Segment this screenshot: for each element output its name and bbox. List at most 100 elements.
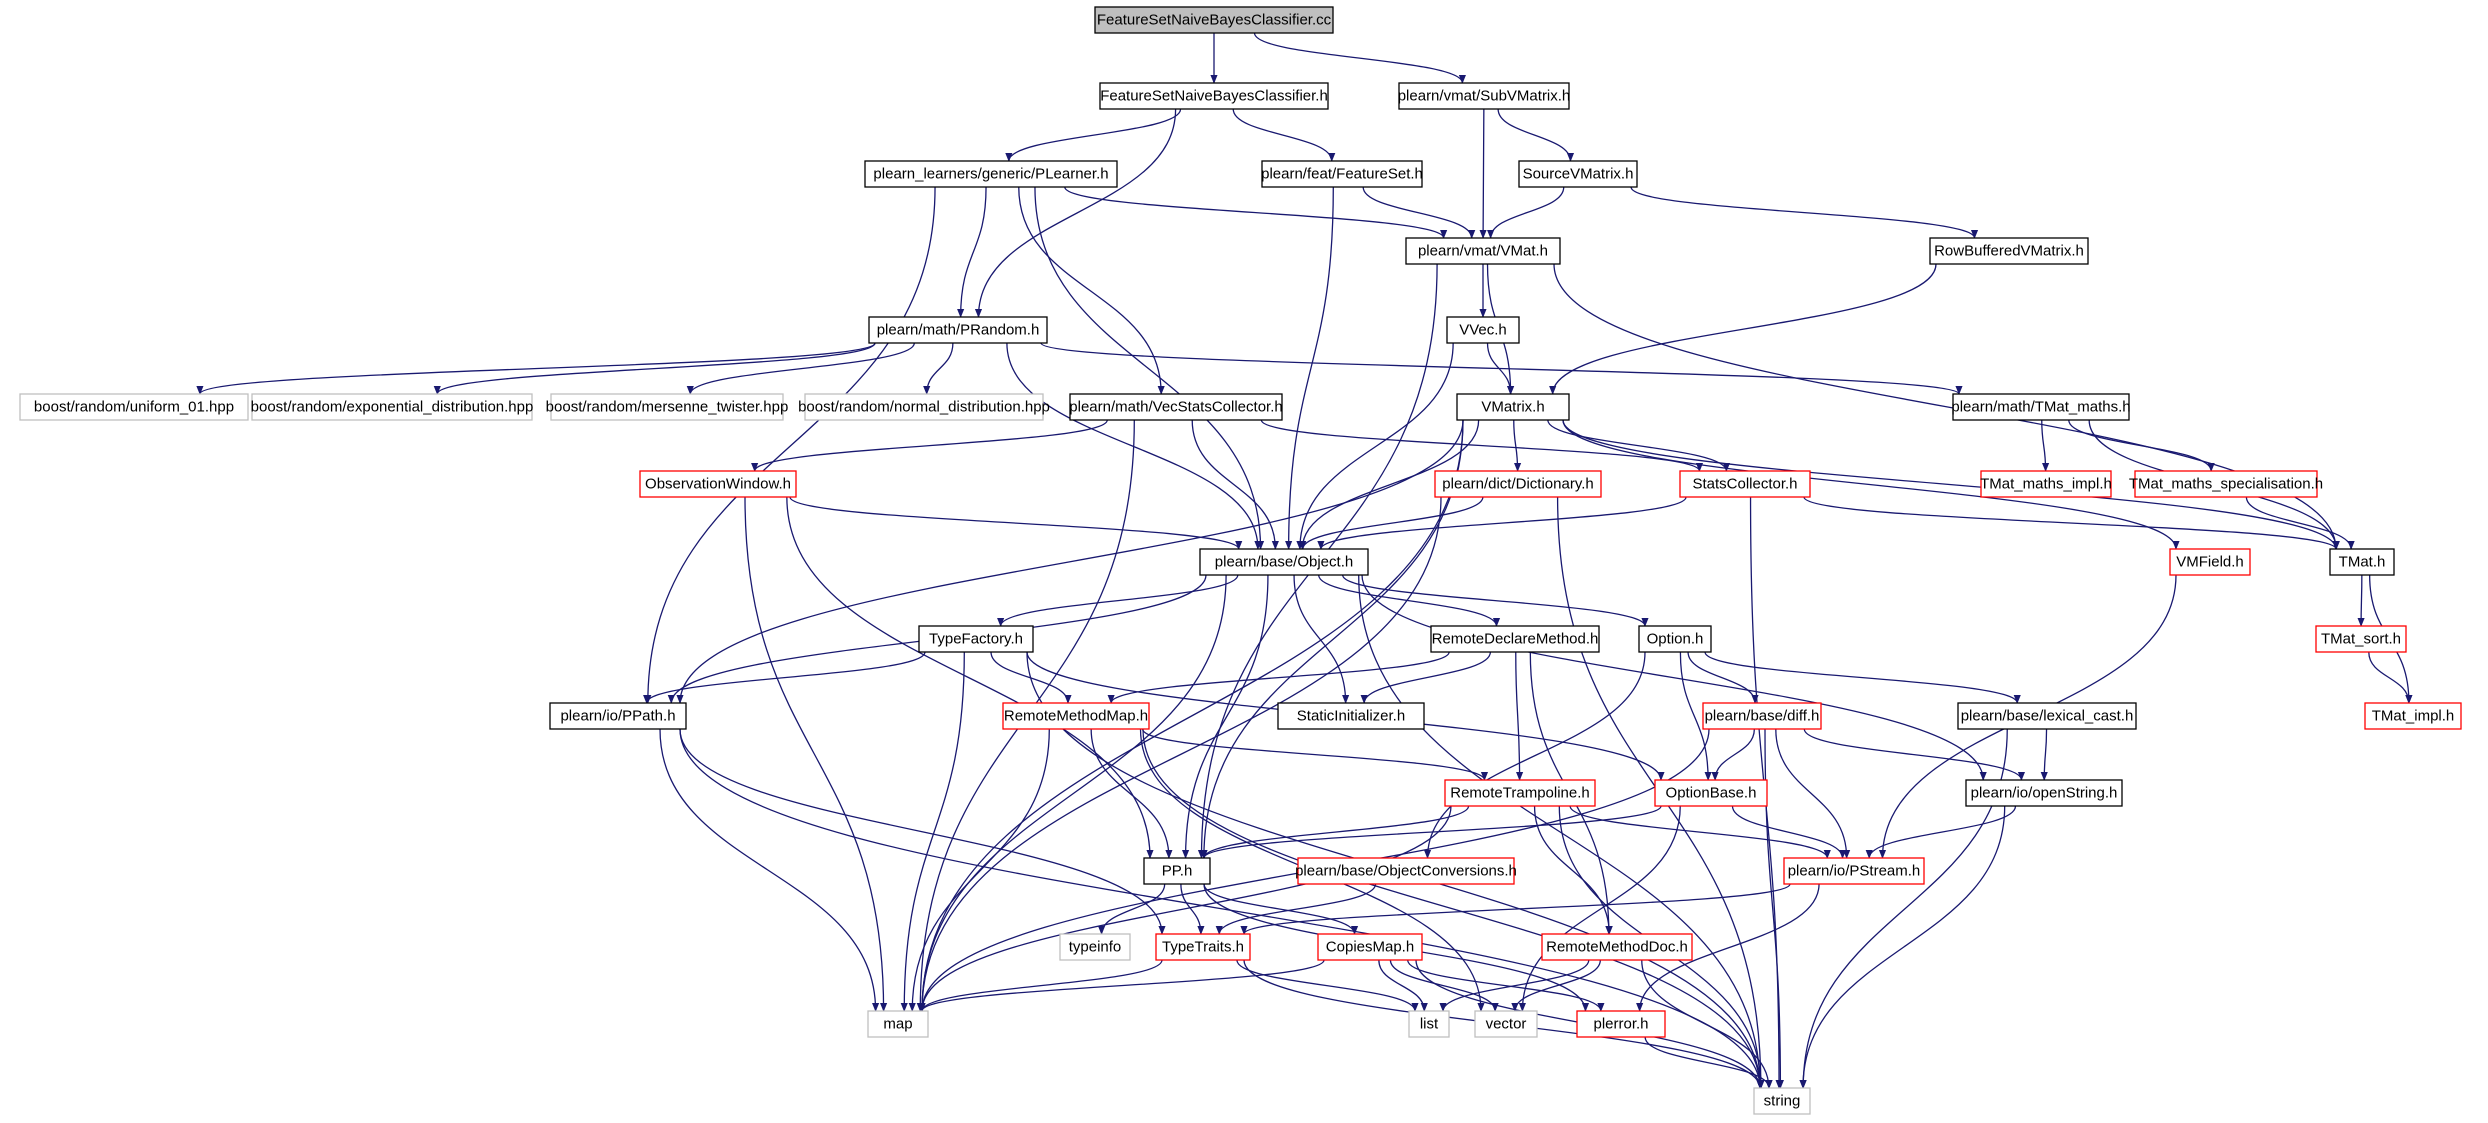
node-label: VMField.h xyxy=(2176,554,2244,571)
node-remotetrampoline[interactable]: RemoteTrampoline.h xyxy=(1444,779,1596,807)
node-typefactory[interactable]: TypeFactory.h xyxy=(918,625,1034,653)
node-option[interactable]: Option.h xyxy=(1638,625,1712,653)
edge-pp-to-copiesmap xyxy=(1203,883,1359,935)
edge-featureset-to-object xyxy=(1285,186,1334,550)
edge-typefactory-to-map xyxy=(900,651,965,1012)
node-label: boost/random/normal_distribution.hpp xyxy=(798,399,1050,416)
node-map: map xyxy=(867,1010,929,1038)
node-label: RemoteMethodMap.h xyxy=(1004,708,1148,725)
edge-pp-to-typeinfo xyxy=(1097,883,1166,935)
edge-subvmatrix-to-vmat xyxy=(1479,108,1487,239)
edge-openstring-to-string xyxy=(1799,805,2006,1089)
node-plerror[interactable]: plerror.h xyxy=(1576,1010,1666,1038)
node-box xyxy=(549,702,687,730)
node-tmatsort[interactable]: TMat_sort.h xyxy=(2315,625,2407,653)
node-vmatrix[interactable]: VMatrix.h xyxy=(1456,393,1570,421)
node-root[interactable]: FeatureSetNaiveBayesClassifier.cc xyxy=(1094,6,1334,34)
node-tmatspec[interactable]: TMat_maths_specialisation.h xyxy=(2129,470,2323,498)
node-normaldist: boost/random/normal_distribution.hpp xyxy=(798,393,1050,421)
node-vecstats[interactable]: plearn/math/VecStatsCollector.h xyxy=(1069,393,1283,421)
node-pstream[interactable]: plearn/io/PStream.h xyxy=(1783,857,1925,885)
edge-remotemethoddoc-to-list xyxy=(1439,959,1590,1012)
edge-option-to-diff xyxy=(1687,651,1759,704)
edge-option-to-optionbase xyxy=(1679,651,1712,781)
node-ppath[interactable]: plearn/io/PPath.h xyxy=(549,702,687,730)
node-box xyxy=(2169,548,2251,576)
node-label: ObservationWindow.h xyxy=(645,476,791,493)
node-tmatmaths[interactable]: plearn/math/TMat_maths.h xyxy=(1951,393,2131,421)
edge-typetraits-to-list xyxy=(1236,959,1419,1012)
edge-vmatrix-to-dictionary xyxy=(1513,419,1522,472)
node-objconv[interactable]: plearn/base/ObjectConversions.h xyxy=(1295,857,1517,885)
node-box xyxy=(2329,548,2395,576)
edge-prandom-to-expdist xyxy=(433,342,876,395)
edge-vecstats-to-object xyxy=(1191,419,1279,550)
edge-vvec-to-vmatrix xyxy=(1486,342,1515,395)
node-typetraits[interactable]: TypeTraits.h xyxy=(1155,933,1251,961)
node-optionbase[interactable]: OptionBase.h xyxy=(1654,779,1768,807)
node-prandom[interactable]: plearn/math/PRandom.h xyxy=(868,316,1048,344)
edge-plerror-to-string xyxy=(1644,1036,1773,1089)
node-remotedeclare[interactable]: RemoteDeclareMethod.h xyxy=(1430,625,1600,653)
node-vmat[interactable]: plearn/vmat/VMat.h xyxy=(1405,237,1561,265)
node-rowbuffered[interactable]: RowBufferedVMatrix.h xyxy=(1929,237,2089,265)
node-statscollector[interactable]: StatsCollector.h xyxy=(1679,470,1811,498)
node-obswindow[interactable]: ObservationWindow.h xyxy=(639,470,797,498)
node-vvec[interactable]: VVec.h xyxy=(1446,316,1520,344)
edge-root-to-subvmatrix xyxy=(1253,32,1466,84)
edge-prandom-to-mersenne xyxy=(686,342,915,395)
node-plearner[interactable]: plearn_learners/generic/PLearner.h xyxy=(864,160,1118,188)
node-box xyxy=(1474,1010,1538,1038)
node-staticinit[interactable]: StaticInitializer.h xyxy=(1277,702,1425,730)
node-box xyxy=(1434,470,1602,498)
node-label: RowBufferedVMatrix.h xyxy=(1934,243,2084,260)
edge-vmat-to-tmat xyxy=(1553,263,2340,550)
node-box xyxy=(1099,82,1329,110)
node-box xyxy=(2315,625,2407,653)
node-remotemethoddoc[interactable]: RemoteMethodDoc.h xyxy=(1541,933,1693,961)
node-label: TypeTraits.h xyxy=(1162,939,1244,956)
edge-optionbase-to-pstream xyxy=(1731,805,1847,859)
node-box xyxy=(1980,470,2112,498)
edge-object-to-openstring xyxy=(1361,574,1987,781)
node-label: plearn/io/PStream.h xyxy=(1788,863,1921,880)
node-pp[interactable]: PP.h xyxy=(1143,857,1211,885)
node-object[interactable]: plearn/base/Object.h xyxy=(1199,548,1369,576)
edge-object-to-map xyxy=(918,574,1227,1012)
node-sourcevmatrix[interactable]: SourceVMatrix.h xyxy=(1518,160,1638,188)
node-openstring[interactable]: plearn/io/openString.h xyxy=(1965,779,2123,807)
edge-statscollector-to-object xyxy=(1317,496,1687,550)
edge-optionbase-to-pp xyxy=(1200,805,1662,859)
node-box xyxy=(1702,702,1822,730)
node-tmatimpl[interactable]: TMat_impl.h xyxy=(2364,702,2462,730)
node-subvmatrix[interactable]: plearn/vmat/SubVMatrix.h xyxy=(1398,82,1571,110)
nodes-layer: FeatureSetNaiveBayesClassifier.ccFeature… xyxy=(19,6,2462,1115)
node-box xyxy=(1965,779,2123,807)
edge-vmatrix-to-pp xyxy=(1200,419,1464,859)
node-fsnbc_h[interactable]: FeatureSetNaiveBayesClassifier.h xyxy=(1099,82,1329,110)
node-diff[interactable]: plearn/base/diff.h xyxy=(1702,702,1822,730)
edge-objconv-to-typetraits xyxy=(1215,883,1377,935)
node-dictionary[interactable]: plearn/dict/Dictionary.h xyxy=(1434,470,1602,498)
node-label: RemoteMethodDoc.h xyxy=(1546,939,1688,956)
node-tmat[interactable]: TMat.h xyxy=(2329,548,2395,576)
node-remotemethodmap[interactable]: RemoteMethodMap.h xyxy=(1002,702,1150,730)
edge-vecstats-to-obswindow xyxy=(751,419,1108,472)
node-label: list xyxy=(1420,1016,1439,1033)
node-label: plearn/feat/FeatureSet.h xyxy=(1261,166,1423,183)
node-box xyxy=(1518,160,1638,188)
node-label: vector xyxy=(1486,1016,1527,1033)
edge-prandom-to-normaldist xyxy=(923,342,954,395)
node-copiesmap[interactable]: CopiesMap.h xyxy=(1317,933,1423,961)
node-vmfield[interactable]: VMField.h xyxy=(2169,548,2251,576)
node-label: plearn/io/openString.h xyxy=(1971,785,2118,802)
node-label: PP.h xyxy=(1162,863,1193,880)
node-lexicalcast[interactable]: plearn/base/lexical_cast.h xyxy=(1957,702,2137,730)
node-tmatmathsimpl[interactable]: TMat_maths_impl.h xyxy=(1980,470,2112,498)
edge-prandom-to-object xyxy=(1006,342,1262,550)
node-box xyxy=(1446,316,1520,344)
node-featureset[interactable]: plearn/feat/FeatureSet.h xyxy=(1261,160,1423,188)
node-label: CopiesMap.h xyxy=(1326,939,1414,956)
node-box xyxy=(1069,393,1283,421)
edge-plearner-to-object xyxy=(1034,186,1265,550)
